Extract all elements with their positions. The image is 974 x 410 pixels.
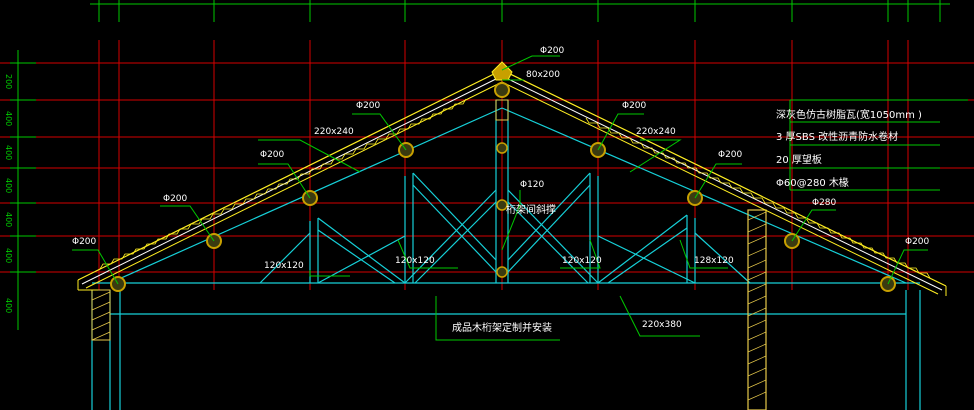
left-dimension-ruler xyxy=(10,50,36,330)
roof-layer-3: 20 厚望板 xyxy=(776,155,822,166)
label-purlin-r1: Φ200 xyxy=(622,101,647,111)
ridge-cap xyxy=(491,61,513,81)
brace-node-2 xyxy=(496,199,508,211)
label-rafter-left: 220x240 xyxy=(314,127,354,137)
label-purlin-r3: Φ280 xyxy=(812,198,837,208)
label-bottom-chord: 220x380 xyxy=(642,320,682,330)
label-purlin-l3: Φ200 xyxy=(260,150,285,160)
label-purlin-l1: Φ200 xyxy=(72,237,97,247)
ruler-label-1: 200 xyxy=(4,74,13,89)
truss-structure xyxy=(91,100,921,410)
label-truss-note: 成品木桁架定制并安装 xyxy=(452,323,552,334)
label-purlin-r4: Φ200 xyxy=(905,237,930,247)
label-member-4: 128x120 xyxy=(694,256,734,266)
roof-layer-note-box xyxy=(789,99,968,191)
label-rafter-right: 220x240 xyxy=(636,127,676,137)
leader-lines xyxy=(72,55,928,341)
ruler-label-3: 400 xyxy=(4,145,13,160)
label-member-3: 120x120 xyxy=(562,256,602,266)
roof-layer-4: Φ60@280 木椽 xyxy=(776,178,849,189)
label-bracing-note: 桁架间斜撑 xyxy=(506,205,556,216)
ruler-label-6: 400 xyxy=(4,248,13,263)
label-purlin-top: Φ200 xyxy=(540,46,565,56)
label-ridge-beam: 80x200 xyxy=(526,70,560,80)
purlin-ridge xyxy=(494,82,510,98)
label-bracing-dia: Φ120 xyxy=(520,180,545,190)
brace-node-3 xyxy=(496,266,508,278)
ruler-label-7: 400 xyxy=(4,298,13,313)
left-ruler-labels: 200 400 400 400 400 400 400 xyxy=(4,74,13,313)
label-purlin-r2: Φ200 xyxy=(718,150,743,160)
brace-node-1 xyxy=(496,142,508,154)
ruler-label-2: 400 xyxy=(4,111,13,126)
ruler-label-4: 400 xyxy=(4,178,13,193)
top-dimension-line xyxy=(90,0,950,22)
roof-tile-serrations xyxy=(99,98,931,279)
wall-posts xyxy=(91,99,767,410)
label-member-2: 120x120 xyxy=(395,256,435,266)
label-purlin-l2: Φ200 xyxy=(163,194,188,204)
label-purlin-l4: Φ200 xyxy=(356,101,381,111)
roof-layer-1: 深灰色仿古树脂瓦(宽1050mm ) xyxy=(776,110,922,121)
ruler-label-5: 400 xyxy=(4,212,13,227)
roof-layer-2: 3 厚SBS 改性沥青防水卷材 xyxy=(776,132,899,143)
label-member-1: 120x120 xyxy=(264,261,304,271)
